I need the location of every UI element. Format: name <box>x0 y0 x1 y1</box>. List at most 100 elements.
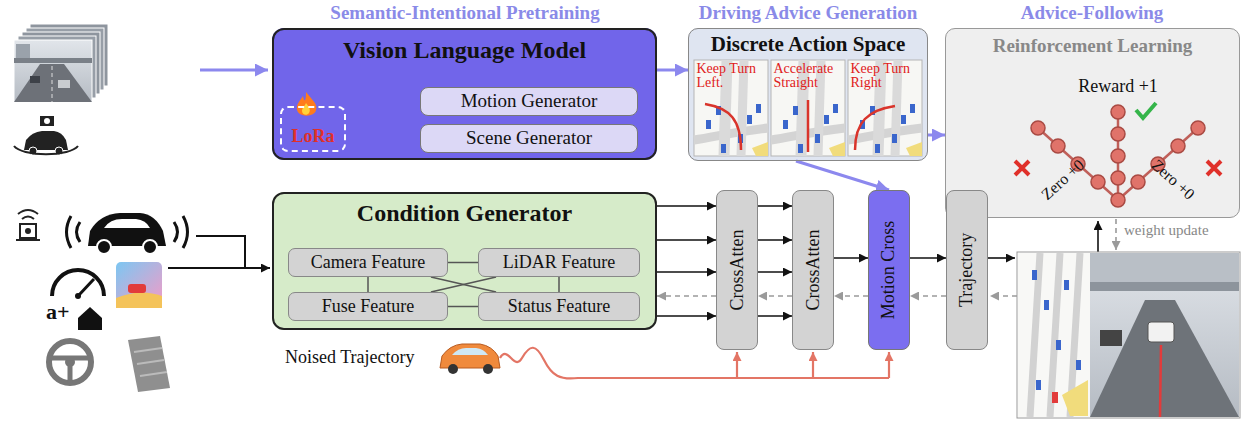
annotation: weight update <box>1124 222 1209 239</box>
connector-line <box>657 69 688 72</box>
bev-scene <box>771 60 845 156</box>
panel-title: Vision Language Model <box>343 37 586 65</box>
condition-panel: Condition GeneratorCamera FeatureLiDAR F… <box>272 192 657 330</box>
car <box>30 76 40 83</box>
model-panel: Vision Language ModelLoRa Motion Generato… <box>272 28 657 160</box>
map-ground <box>1018 253 1090 417</box>
camera-lens <box>44 118 50 124</box>
camera-icon <box>40 116 54 126</box>
stage-title: Advice-Following <box>1021 2 1164 24</box>
connector <box>368 277 369 292</box>
map-car <box>1044 300 1049 310</box>
node-text: Trajectory <box>957 233 977 307</box>
sensor-icon <box>20 224 36 238</box>
node-text: Motion Generator <box>461 91 598 112</box>
lane-line <box>52 66 53 102</box>
map-car <box>1036 380 1041 390</box>
connector <box>559 277 560 292</box>
connector-line <box>448 306 478 308</box>
connector <box>448 262 478 263</box>
action-image: Accelerate Straight <box>771 60 845 156</box>
reward-label: Reward +1 <box>1078 76 1158 97</box>
connector-line <box>910 257 946 259</box>
connector <box>431 277 496 292</box>
connector-line <box>431 277 496 292</box>
road <box>14 64 92 102</box>
connector-line <box>657 295 716 297</box>
connector-line <box>448 262 478 264</box>
wheel <box>143 240 157 254</box>
connector-line <box>758 295 792 297</box>
tree-node <box>1111 193 1125 207</box>
node-text: Camera Feature <box>311 253 425 273</box>
feature-box: LiDAR Feature <box>478 248 640 277</box>
ego-trajectory <box>1160 345 1161 417</box>
connector-line <box>367 277 369 292</box>
pedal-groove <box>134 348 167 376</box>
ego-trajectory <box>705 104 741 150</box>
node-text: Status Feature <box>508 297 610 317</box>
tree-node <box>1091 175 1105 189</box>
node-text: Keep Turn Left. <box>697 62 765 91</box>
panel-title: Discrete Action Space <box>711 32 905 56</box>
connector-line <box>758 205 792 207</box>
signal-wave <box>183 216 188 248</box>
driving-image <box>1017 252 1240 418</box>
signal-wave <box>77 222 81 242</box>
node-text: LiDAR Feature <box>503 253 615 273</box>
connector-line <box>558 277 560 292</box>
node-text: LoRa <box>291 127 334 147</box>
building <box>1090 253 1239 291</box>
panel-title: Reinforcement Learning <box>993 35 1193 57</box>
node-text: Fuse Feature <box>322 297 414 317</box>
motion-cross-block: Motion Cross <box>868 190 910 350</box>
flame-icon <box>297 92 317 116</box>
steering-spoke <box>49 358 91 383</box>
noise-arrow <box>888 352 890 378</box>
connector-line <box>928 134 945 137</box>
signal-wave <box>18 210 38 214</box>
panel-fill <box>945 28 1240 218</box>
connector <box>910 296 946 297</box>
rotation-arrow <box>14 146 78 154</box>
update-arrow <box>1115 219 1117 250</box>
node-text: CrossAtten <box>727 229 747 310</box>
feature-box: Fuse Feature <box>288 292 448 321</box>
lead-car <box>1148 322 1174 342</box>
noise-arrow <box>736 352 738 378</box>
signal-wave <box>174 222 178 242</box>
car <box>1100 330 1122 346</box>
connector-line <box>431 277 496 292</box>
gauge-icon <box>52 270 104 296</box>
connector <box>657 206 716 316</box>
camera-photo <box>1090 253 1239 417</box>
cross-mark <box>1207 161 1221 175</box>
map-car <box>1076 360 1081 370</box>
action-image: Keep Turn Right <box>848 60 922 156</box>
feature-box: Camera Feature <box>288 248 448 277</box>
icon-text: a+ <box>46 299 70 324</box>
connector <box>448 306 478 307</box>
output-arrow <box>988 257 1015 259</box>
connector-line <box>758 239 792 241</box>
car-icon <box>24 131 68 150</box>
tree-nodes <box>1031 105 1205 207</box>
signal-wave <box>22 217 34 220</box>
steering-wheel <box>49 341 91 383</box>
connector <box>431 277 496 292</box>
reward-label: Zero +0 <box>1038 156 1088 204</box>
tree-node <box>1051 139 1065 153</box>
tree-node <box>1031 121 1045 135</box>
connector-line <box>910 295 946 297</box>
flame-core <box>302 103 310 115</box>
connector <box>928 135 945 136</box>
connector <box>834 258 868 259</box>
action-image: Keep Turn Left. <box>694 60 768 156</box>
bev-scene <box>848 60 922 156</box>
road <box>1090 300 1239 417</box>
input-arrow <box>200 69 268 72</box>
connector-line <box>796 161 889 190</box>
